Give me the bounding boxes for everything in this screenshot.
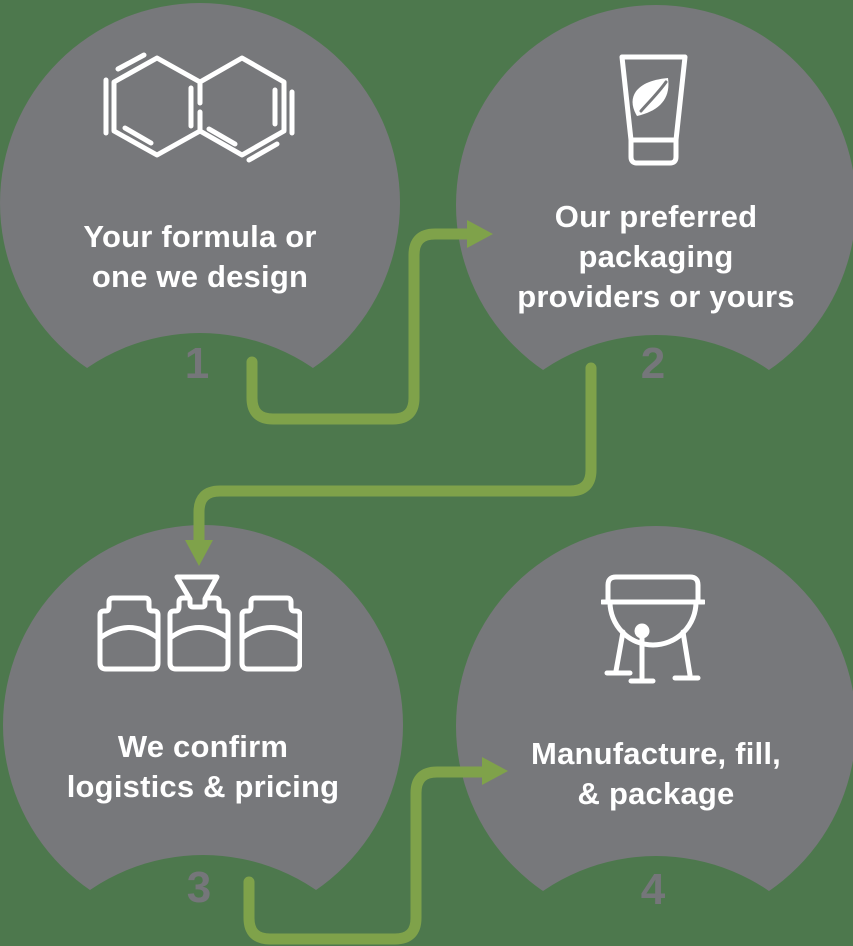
molecule-icon — [103, 52, 295, 163]
funnel-icon — [174, 574, 220, 610]
step-2-label-line: packaging — [578, 239, 734, 274]
step-number-3: 3 — [186, 863, 212, 912]
jars-funnel-icon — [97, 574, 302, 672]
tube-leaf-icon — [619, 54, 688, 166]
step-4-label-line: & package — [577, 776, 735, 811]
step-3-label-line: We confirm — [117, 729, 289, 764]
step-number-4: 4 — [640, 865, 666, 914]
step-1-label: Your formula or one we design — [10, 217, 390, 297]
step-4-circle — [456, 526, 853, 926]
kettle-icon — [601, 574, 705, 684]
leaf-icon — [632, 78, 669, 116]
step-1-label-line: Your formula or — [83, 219, 317, 254]
step-2-circle — [456, 5, 853, 405]
step-2-label: Our preferred packaging providers or you… — [466, 197, 846, 317]
step-2-label-line: Our preferred — [554, 199, 758, 234]
step-4-label-line: Manufacture, fill, — [531, 736, 781, 771]
step-number-2: 2 — [640, 339, 666, 388]
step-2-label-line: providers or yours — [517, 279, 795, 314]
step-4-label: Manufacture, fill, & package — [466, 734, 846, 814]
step-3-label-line: logistics & pricing — [66, 769, 340, 804]
step-number-1: 1 — [184, 339, 210, 388]
step-3-label: We confirm logistics & pricing — [13, 727, 393, 807]
step-1-label-line: one we design — [91, 259, 309, 294]
